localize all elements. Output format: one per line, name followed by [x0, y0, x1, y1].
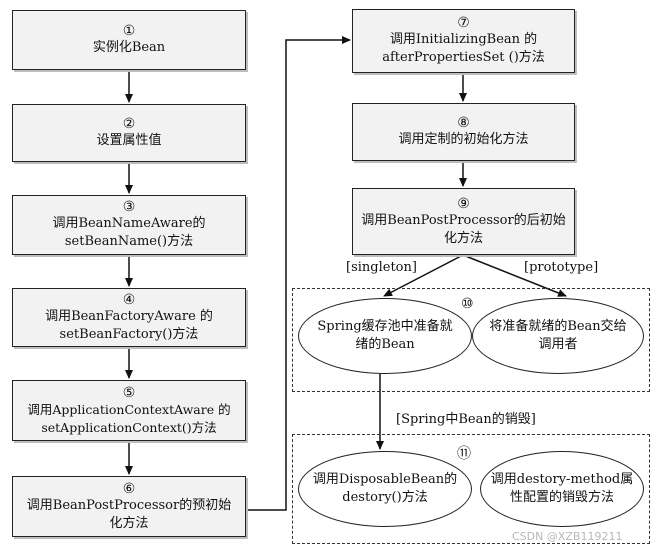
- group-10-ellipse-left: Spring缓存池中准备就 绪的Bean: [298, 298, 472, 374]
- step-4-text-line2: setBeanFactory()方法: [59, 326, 199, 342]
- step-8-number: ⑧: [457, 115, 470, 131]
- step-9-text-line1: 调用BeanPostProcessor的后初始: [361, 212, 566, 228]
- step-7-box: ⑦ 调用InitializingBean 的 afterPropertiesSe…: [352, 9, 575, 73]
- group-11-right-line2: 性配置的销毁方法: [509, 490, 614, 505]
- step-2-number: ②: [122, 116, 136, 132]
- singleton-label: [singleton]: [346, 260, 417, 275]
- step-5-text-line1: 调用ApplicationContextAware 的: [27, 401, 231, 417]
- step-5-text-line2: setApplicationContext()方法: [41, 419, 217, 435]
- group-10-right-line2: 调用者: [538, 337, 578, 352]
- step-3-number: ③: [122, 199, 136, 215]
- step-1-number: ①: [122, 23, 136, 39]
- destroy-label: [Spring中Bean的销毁]: [396, 412, 536, 427]
- group-11-number: ⑪: [457, 446, 471, 462]
- group-11-left-line2: destory()方法: [342, 490, 428, 505]
- step-4-text-line1: 调用BeanFactoryAware 的: [45, 308, 213, 324]
- watermark: CSDN @XZB119211: [512, 530, 623, 543]
- step-1-box: ① 实例化Bean: [12, 10, 246, 70]
- step-6-text-line1: 调用BeanPostProcessor的预初始: [26, 497, 232, 513]
- group-10-left-line1: Spring缓存池中准备就: [317, 319, 453, 334]
- step-3-text-line2: setBeanName()方法: [64, 234, 194, 249]
- step-9-box: ⑨ 调用BeanPostProcessor的后初始 化方法: [352, 188, 575, 255]
- group-10-number: ⑩: [461, 296, 474, 312]
- step-4-number: ④: [122, 291, 136, 308]
- group-10-container: [292, 288, 650, 392]
- arrow-6-7: [246, 36, 351, 511]
- step-6-text-line2: 化方法: [109, 515, 149, 531]
- group-11-ellipse-left: 调用DisposableBean的 destory()方法: [298, 451, 472, 527]
- arrow-singleton: [383, 254, 464, 297]
- group-11-left-line1: 调用DisposableBean的: [312, 472, 458, 487]
- group-10-left-line2: 绪的Bean: [355, 337, 415, 352]
- step-7-text-line2: afterPropertiesSet ()方法: [382, 50, 545, 65]
- step-3-box: ③ 调用BeanNameAware的 setBeanName()方法: [12, 195, 246, 255]
- step-7-text-line1: 调用InitializingBean 的: [389, 32, 538, 47]
- step-6-number: ⑥: [122, 480, 136, 497]
- group-11-right-line1: 调用destory-method属: [490, 472, 634, 487]
- group-11-ellipse-right: 调用destory-method属 性配置的销毁方法: [480, 451, 644, 527]
- group-11-container: [292, 434, 650, 544]
- step-9-number: ⑨: [457, 195, 470, 212]
- step-2-text: 设置属性值: [96, 133, 162, 148]
- step-2-box: ② 设置属性值: [12, 104, 246, 162]
- step-8-box: ⑧ 调用定制的初始化方法: [352, 103, 575, 161]
- group-10-ellipse-right: 将准备就绪的Bean交给 调用者: [472, 298, 644, 374]
- step-8-text: 调用定制的初始化方法: [398, 132, 529, 147]
- group-10-right-line1: 将准备就绪的Bean交给: [489, 319, 627, 334]
- step-1-text: 实例化Bean: [92, 40, 166, 55]
- step-5-box: ⑤ 调用ApplicationContextAware 的 setApplica…: [12, 380, 246, 441]
- step-3-text-line1: 调用BeanNameAware的: [52, 216, 206, 231]
- step-9-text-line2: 化方法: [443, 230, 483, 246]
- arrow-prototype: [462, 254, 567, 297]
- step-4-box: ④ 调用BeanFactoryAware 的 setBeanFactory()方…: [12, 288, 246, 347]
- step-6-box: ⑥ 调用BeanPostProcessor的预初始 化方法: [12, 476, 246, 537]
- step-7-number: ⑦: [457, 15, 470, 31]
- step-5-number: ⑤: [122, 384, 136, 401]
- prototype-label: [prototype]: [524, 260, 599, 275]
